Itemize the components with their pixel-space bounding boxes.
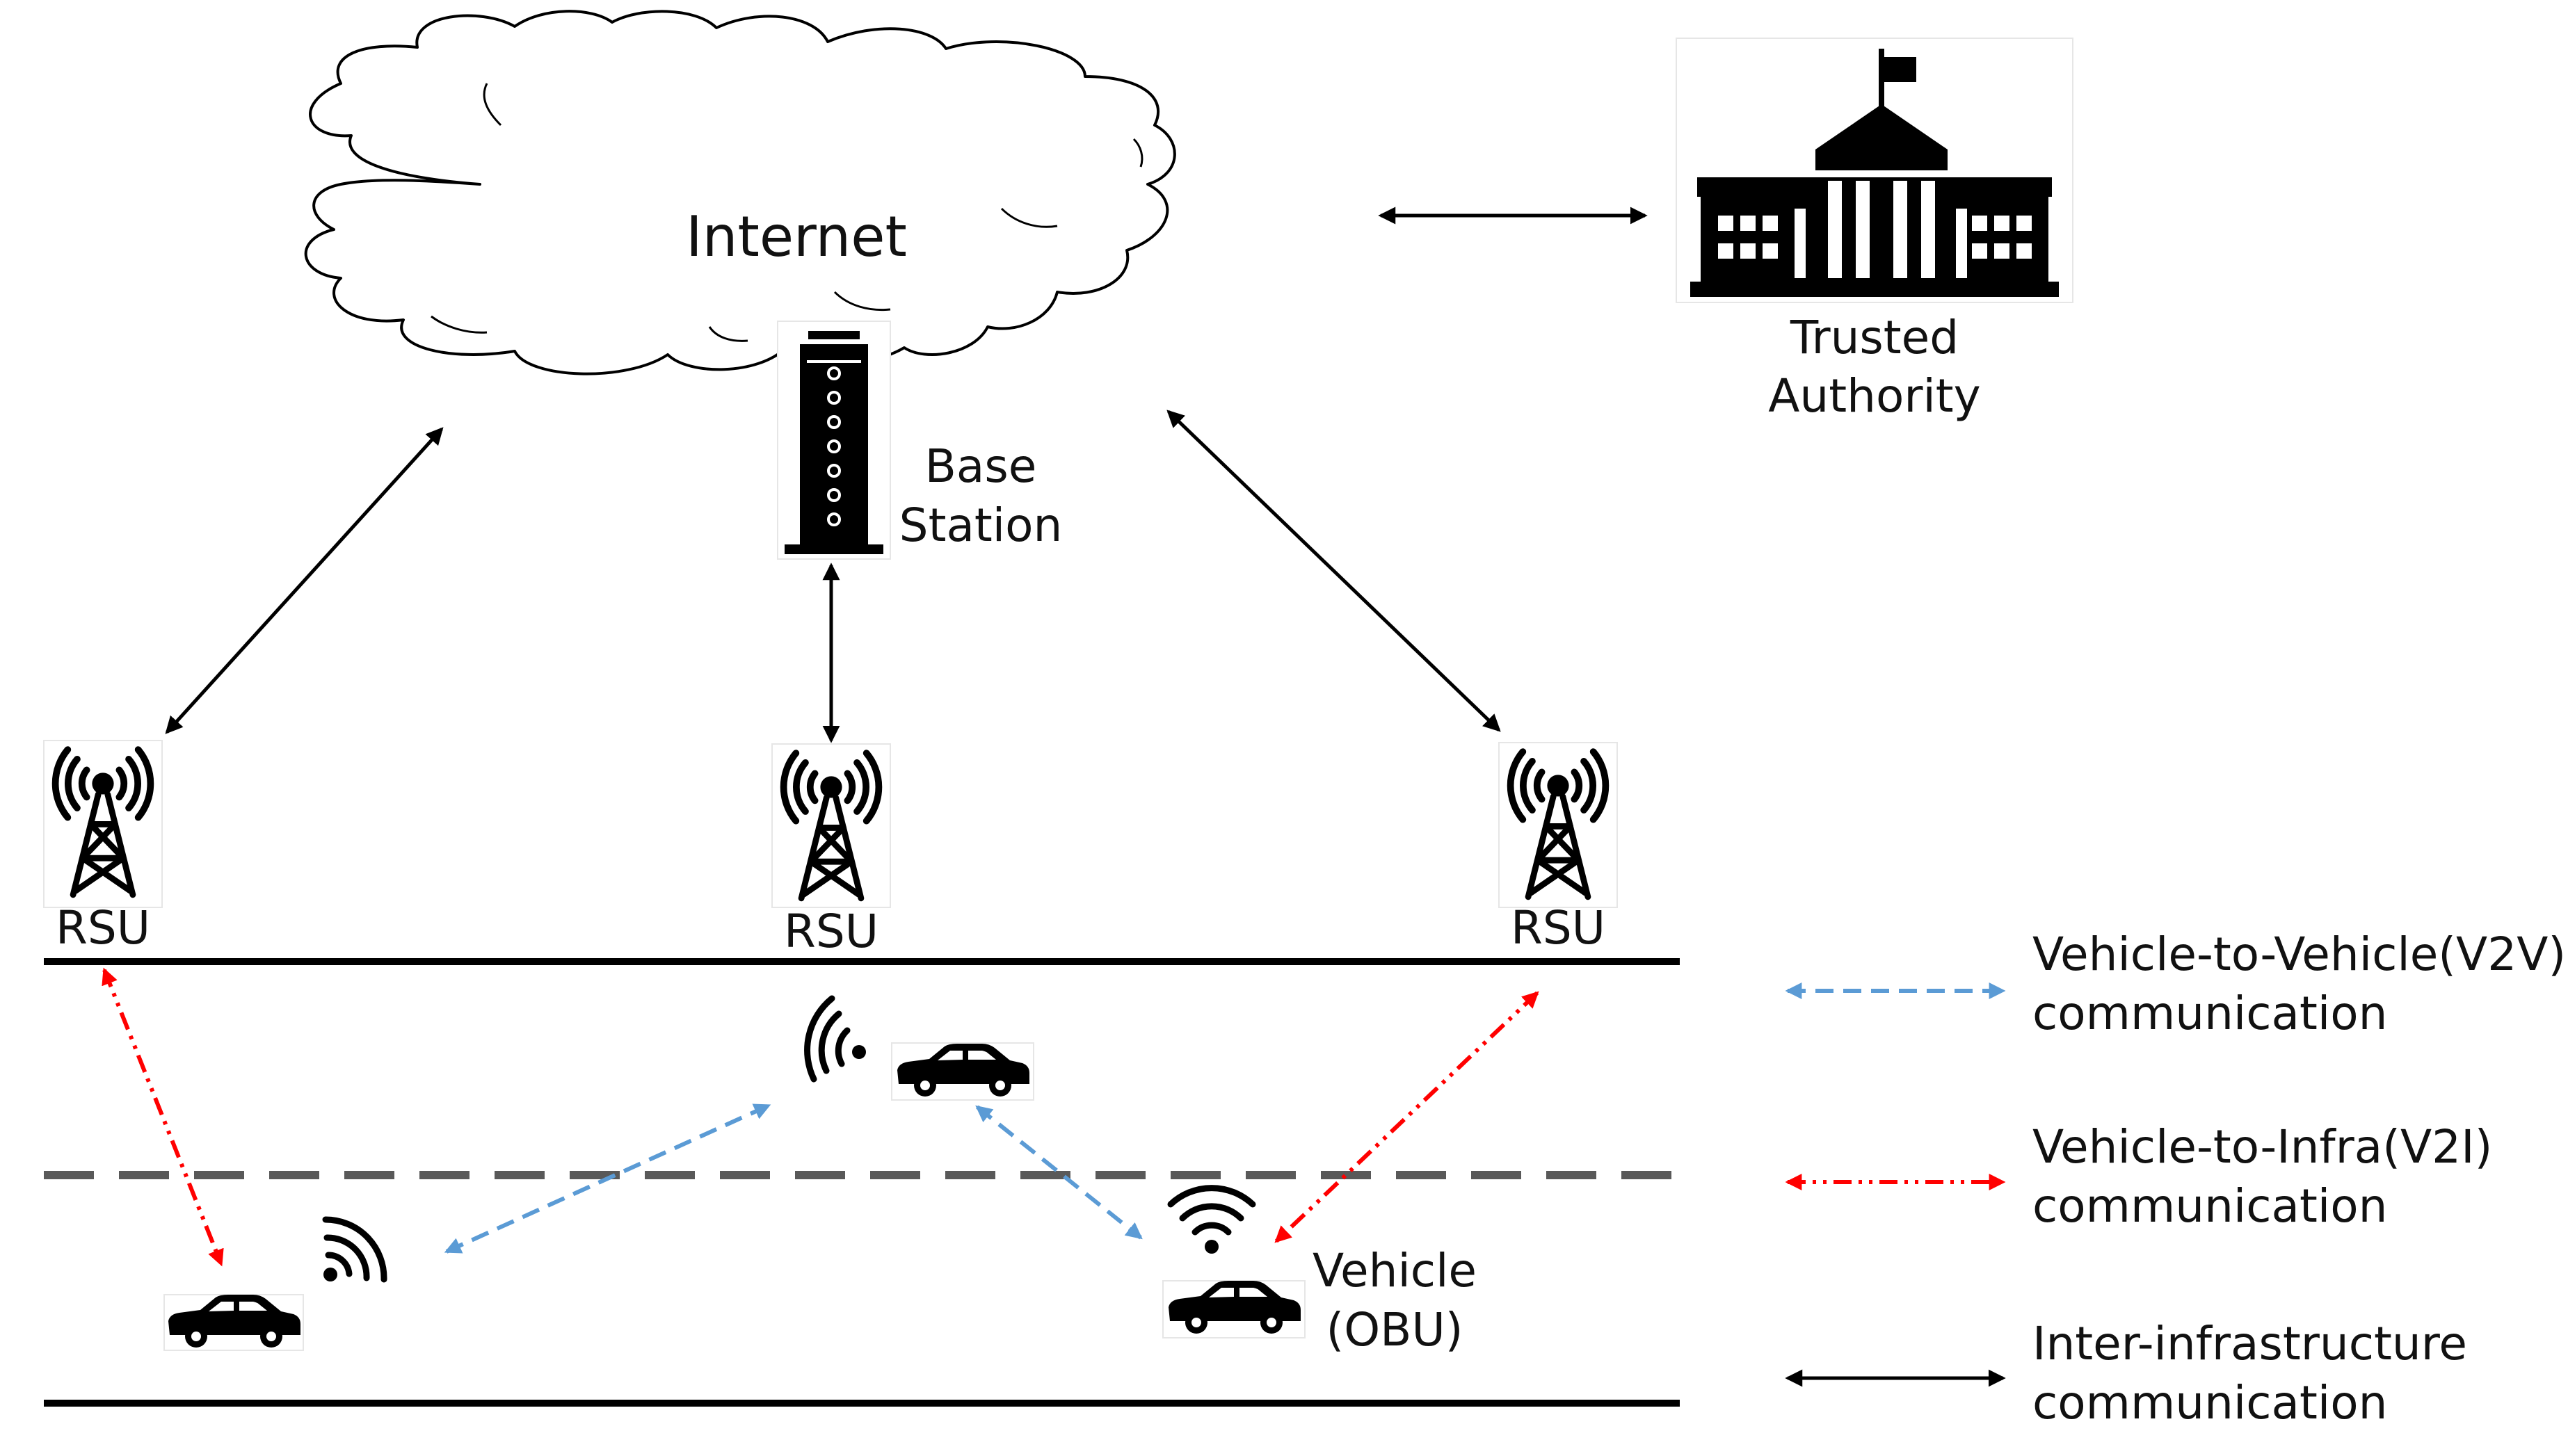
wifi-signal-icon (1167, 1185, 1256, 1254)
v2i-arrow-rsu-right (1274, 991, 1539, 1243)
vehicle-label-line2: (OBU) (1326, 1303, 1463, 1357)
vehicle-top (891, 1042, 1034, 1101)
legend-infra-line1: Inter-infrastructure (2032, 1317, 2467, 1370)
rsu-center (771, 743, 891, 908)
base-station-label-line1: Base (925, 439, 1037, 493)
legend: Vehicle-to-Vehicle(V2V) communication Ve… (1785, 928, 2566, 1430)
vehicle-label-line1: Vehicle (1313, 1244, 1477, 1297)
base-station-label-line2: Station (899, 499, 1063, 552)
v2i-arrow-rsu-left (102, 967, 224, 1267)
trusted-authority-label-line1: Trusted (1790, 311, 1959, 364)
rsu-left-label: RSU (56, 901, 150, 955)
rsu-center-label: RSU (784, 905, 878, 958)
wifi-signal-icon (804, 995, 866, 1083)
infra-arrow-cloud-rsu-left (165, 427, 444, 734)
base-station-tower-icon (777, 321, 891, 560)
legend-infra-line2: communication (2032, 1376, 2387, 1430)
cloud-icon (304, 10, 1176, 375)
internet-label: Internet (686, 204, 907, 269)
rsu-right-label: RSU (1511, 901, 1605, 955)
vehicle-right (1162, 1280, 1306, 1338)
infra-arrow-cloud-rsu-right (1166, 410, 1501, 732)
government-building-icon (1676, 38, 2073, 303)
vehicle-left (163, 1294, 304, 1351)
v2v-arrow-left-top (444, 1103, 771, 1254)
legend-item-v2i: Vehicle-to-Infra(V2I) communication (1785, 1120, 2492, 1233)
legend-v2v-line2: communication (2032, 987, 2387, 1040)
legend-v2i-line1: Vehicle-to-Infra(V2I) (2032, 1120, 2492, 1174)
legend-item-infra: Inter-infrastructure communication (1785, 1317, 2467, 1430)
wifi-signal-icon (322, 1216, 387, 1283)
rsu-right (1498, 742, 1618, 908)
legend-item-v2v: Vehicle-to-Vehicle(V2V) communication (1785, 928, 2566, 1040)
v2v-arrow-top-right (975, 1105, 1143, 1240)
legend-v2v-line1: Vehicle-to-Vehicle(V2V) (2032, 928, 2566, 981)
rsu-left (43, 740, 163, 908)
legend-v2i-line2: communication (2032, 1179, 2387, 1233)
trusted-authority-label-line2: Authority (1768, 369, 1980, 423)
